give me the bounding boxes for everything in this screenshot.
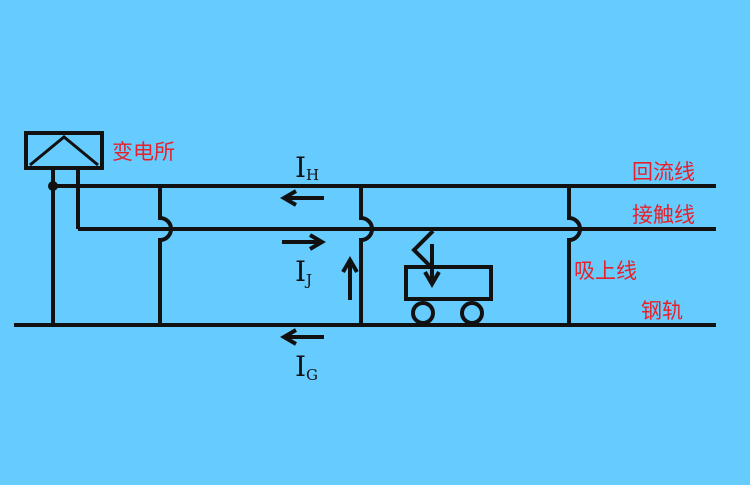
- train-wheel-right: [460, 301, 484, 325]
- pantograph: [411, 229, 435, 270]
- substation-box: [24, 131, 104, 170]
- train-wheel-left: [411, 301, 435, 325]
- svg-text:I: I: [295, 255, 306, 288]
- arrow-ig: [280, 328, 324, 346]
- substation-symbol: [24, 131, 104, 170]
- substation-label: 变电所: [112, 140, 175, 164]
- contact-line-label: 接触线: [632, 203, 695, 227]
- current-label-ih: I H: [295, 151, 319, 184]
- booster-wire-2: [359, 186, 374, 325]
- arrow-ij: [282, 233, 326, 251]
- return-line-label: 回流线: [632, 160, 695, 184]
- current-label-ij: I J: [295, 255, 312, 289]
- current-label-ig: I G: [295, 350, 318, 384]
- svg-text:I: I: [295, 350, 306, 383]
- booster-label: 吸上线: [574, 259, 637, 283]
- svg-text:J: J: [304, 271, 312, 289]
- rail-label: 钢轨: [641, 299, 683, 323]
- arrow-train-down: [423, 244, 441, 288]
- train: [404, 229, 493, 325]
- arrow-ih: [280, 189, 324, 207]
- booster-wire-1: [158, 186, 173, 325]
- svg-text:I: I: [295, 151, 306, 184]
- booster-wire-3: [567, 186, 582, 325]
- svg-text:G: G: [306, 366, 318, 384]
- train-body: [404, 265, 493, 301]
- substation-triangle: [29, 135, 99, 167]
- svg-text:H: H: [306, 166, 319, 184]
- arrow-booster-up: [341, 256, 359, 300]
